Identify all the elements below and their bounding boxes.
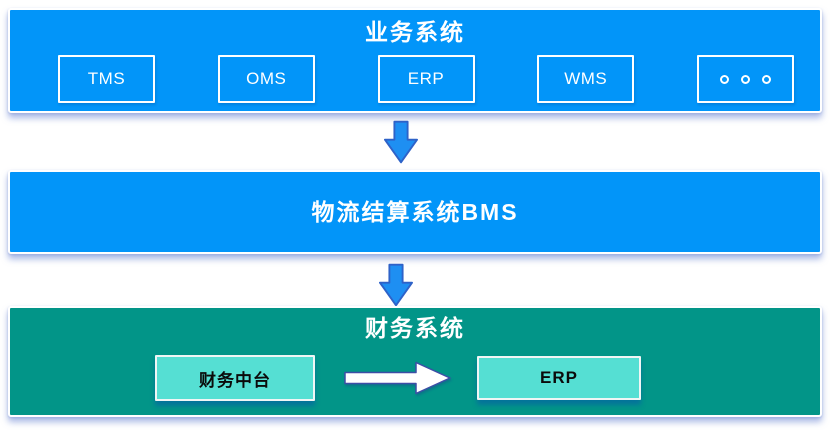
band-business-systems: 业务系统 TMS OMS ERP WMS	[8, 8, 822, 113]
business-box-row: TMS OMS ERP WMS	[10, 55, 820, 104]
system-box-label: OMS	[246, 69, 287, 89]
band-bms-title: 物流结算系统BMS	[311, 198, 519, 225]
system-box-wms: WMS	[537, 55, 635, 104]
system-box-tms: TMS	[58, 55, 155, 104]
system-box-label: WMS	[564, 69, 608, 89]
finance-box-row: 财务中台 ERP	[10, 355, 820, 402]
finance-box-middle-platform: 财务中台	[155, 355, 315, 402]
flow-arrow-business-to-bms	[384, 120, 418, 165]
finance-box-label: ERP	[540, 368, 578, 388]
ellipsis-dot-icon	[720, 74, 729, 84]
right-arrow-icon	[344, 362, 451, 395]
ellipsis-dot-icon	[741, 74, 750, 84]
finance-box-label: 财务中台	[199, 370, 271, 390]
down-arrow-icon	[384, 120, 418, 164]
system-box-erp: ERP	[377, 55, 475, 104]
band-bms: 物流结算系统BMS	[8, 170, 822, 254]
band-business-title: 业务系统	[365, 19, 465, 45]
flow-arrow-bms-to-finance	[379, 263, 413, 308]
band-finance-systems: 财务系统 财务中台 ERP	[8, 306, 822, 417]
system-box-ellipsis	[697, 55, 794, 104]
system-box-label: TMS	[87, 69, 126, 89]
finance-box-erp: ERP	[477, 356, 641, 401]
system-box-label: ERP	[407, 69, 445, 89]
down-arrow-icon	[379, 263, 413, 307]
ellipsis-dot-icon	[762, 74, 771, 84]
band-finance-title: 财务系统	[365, 315, 465, 341]
system-box-oms: OMS	[217, 55, 315, 104]
